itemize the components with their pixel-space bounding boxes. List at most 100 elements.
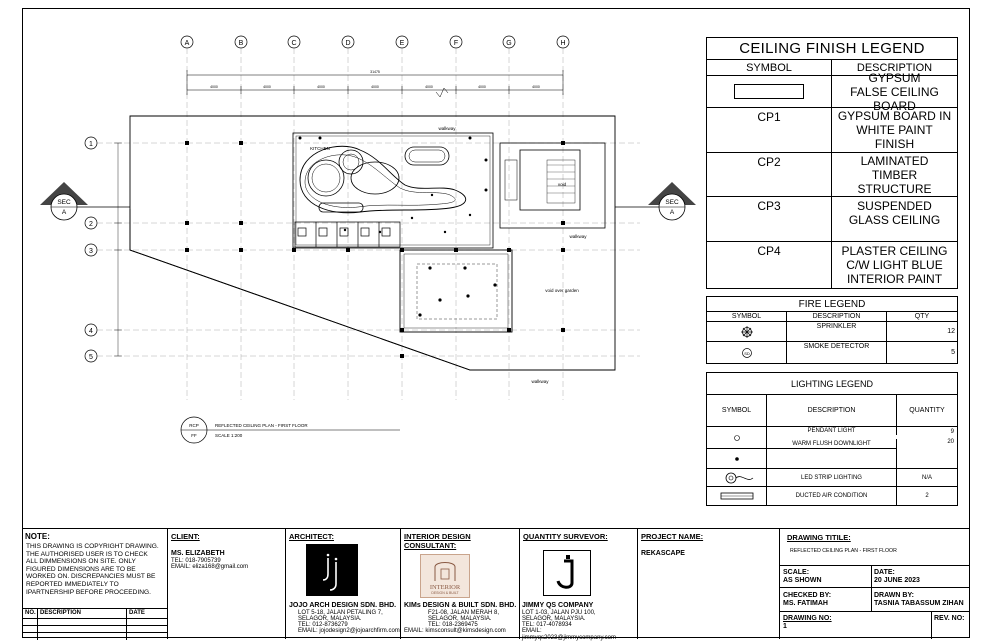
lighting-legend-qty-2: N/A: [897, 469, 957, 487]
svg-text:4000: 4000: [425, 85, 433, 89]
toilet-rooms: [294, 221, 401, 248]
lighting-legend-desc-spacer: [767, 449, 897, 469]
drawing-title-heading: DRAWING TITILE:: [787, 533, 851, 542]
ceiling-legend-col-symbol: SYMBOL: [707, 60, 832, 76]
note-col-no: NO.: [25, 610, 36, 616]
svg-text:A: A: [185, 40, 190, 47]
scale-value: AS SHOWN: [783, 577, 822, 584]
ceiling-legend-desc-4: PLASTER CEILING C/W LIGHT BLUE INTERIOR …: [841, 244, 948, 286]
label-walkway-right: walkway: [569, 234, 587, 239]
architect-company: JOJO ARCH DESIGN SDN. BHD.: [289, 602, 397, 609]
interior-company: KIMs DESIGN & BUILT SDN. BHD.: [404, 602, 517, 609]
ceiling-legend-desc-2: LAMINATED TIMBER STRUCTURE: [832, 153, 957, 197]
title-block-project: PROJECT NAME: REKASCAPE: [638, 529, 780, 639]
title-block-qs: QUANTITY SURVEVOR: JIMMY QS COMPANY LOT …: [520, 529, 638, 641]
svg-text:5: 5: [89, 354, 93, 361]
fire-legend-desc-0: SPRINKLER: [787, 322, 887, 342]
ceiling-legend-desc-3: SUSPENDED GLASS CEILING: [832, 197, 957, 242]
drawn-label: DRAWN BY:: [874, 592, 914, 599]
lighting-legend-qty-1: 20: [947, 439, 954, 445]
svg-text:SEC: SEC: [57, 199, 71, 206]
label-walkway-top: walkway: [438, 126, 456, 131]
grid-bubble-f: F: [449, 35, 463, 49]
interior-heading: INTERIOR DESIGN CONSULTANT:: [404, 532, 471, 550]
client-tel: TEL: 018-7905739: [171, 558, 221, 564]
ceiling-legend-col-description: DESCRIPTION: [832, 60, 957, 76]
grid-bubble-h: H: [556, 35, 570, 49]
label-walkway-bottom: walkway: [531, 379, 549, 384]
fire-legend: FIRE LEGEND SYMBOL DESCRIPTION QTY SPRIN…: [706, 296, 958, 364]
ceiling-legend-symbol-2: CP2: [707, 153, 832, 197]
architect-email: EMAIL: jojodesign2@jojoarchfirm.com: [298, 628, 400, 634]
svg-text:4000: 4000: [478, 85, 486, 89]
qs-heading: QUANTITY SURVEVOR:: [523, 532, 608, 541]
lighting-legend-title: LIGHTING LEGEND: [707, 373, 957, 395]
interior-tel: TEL: 018-2369475: [428, 622, 478, 628]
lighting-legend-desc-2: LED STRIP LIGHTING: [767, 469, 897, 487]
architect-logo: [306, 544, 358, 596]
fire-legend-qty-1: 5: [951, 349, 955, 356]
led-strip-icon: [707, 469, 767, 487]
interior-address2: SELAGOR, MALAYSIA.: [428, 616, 492, 622]
scale-label: SCALE:: [783, 569, 810, 576]
grid-bubble-2: 2: [84, 216, 98, 230]
ceiling-legend-symbol-3: CP3: [707, 197, 832, 242]
svg-text:4000: 4000: [210, 85, 218, 89]
architect-address2: SELAGOR, MALAYSIA.: [298, 616, 362, 622]
sheet-border: [22, 8, 970, 638]
svg-text:E: E: [400, 40, 405, 47]
ceiling-legend-symbol-1: CP1: [707, 108, 832, 153]
svg-text:A: A: [670, 209, 675, 216]
section-marker-right: SEC A: [615, 182, 696, 221]
architect-address1: LOT 5-18, JALAN PETALING 7,: [298, 610, 383, 616]
svg-text:B: B: [239, 40, 244, 47]
ceiling-finish-legend: CEILING FINISH LEGEND SYMBOL DESCRIPTION…: [706, 37, 958, 289]
svg-text:SCALE 1:200: SCALE 1:200: [215, 433, 243, 438]
title-block-drawing: DRAWING TITILE: REFLECTED CEILING PLAN -…: [780, 529, 970, 639]
label-void: void: [558, 182, 567, 187]
svg-text:D: D: [345, 40, 350, 47]
title-block-architect: ARCHITECT: JOJO ARCH DESIGN SDN. BHD. LO…: [286, 529, 401, 639]
date-label: DATE:: [874, 569, 895, 576]
downlight-icon: [707, 449, 767, 469]
interior-logo: INTERIOR DESIGN & BUILT: [420, 554, 470, 598]
svg-text:1: 1: [89, 141, 93, 148]
sprinkler-icon: [707, 322, 787, 342]
fire-legend-desc-1: SMOKE DETECTOR: [787, 342, 887, 363]
ceiling-legend-symbol-4: CP4: [707, 242, 832, 288]
checked-value: MS. FATIMAH: [783, 600, 828, 607]
label-void-over-garden: void over garden: [545, 288, 579, 293]
grid-bubble-5: 5: [84, 349, 98, 363]
fire-legend-col-description: DESCRIPTION: [787, 312, 887, 322]
project-heading: PROJECT NAME:: [641, 532, 704, 541]
note-heading: NOTE:: [25, 532, 50, 541]
ceiling-legend-desc-1: GYPSUM BOARD IN WHITE PAINT FINISH: [832, 108, 957, 153]
building-outline: [129, 115, 616, 371]
ceiling-legend-title: CEILING FINISH LEGEND: [707, 38, 957, 60]
gypsum-board-swatch-icon: [734, 84, 804, 99]
svg-text:4000: 4000: [532, 85, 540, 89]
lighting-legend-qty-3: 2: [925, 493, 929, 499]
client-email: EMAIL: eliza168@gmail.com: [171, 564, 249, 570]
fire-legend-col-qty: QTY: [887, 312, 957, 322]
project-name: REKASCAPE: [641, 550, 685, 557]
svg-text:F: F: [454, 40, 458, 47]
svg-text:4000: 4000: [263, 85, 271, 89]
fire-legend-col-symbol: SYMBOL: [707, 312, 787, 322]
floor-plan: A B C D E F G H 31: [40, 35, 696, 444]
note-col-description: DESCRIPTION: [40, 610, 82, 616]
client-heading: CLIENT:: [171, 532, 200, 541]
qs-tel: TEL: 017-4078934: [522, 622, 572, 628]
lighting-legend-desc-1: WARM FLUSH DOWNLIGHT: [767, 439, 897, 449]
section-marker-left: SEC A: [40, 182, 130, 221]
title-block-note: NOTE: THIS DRAWING IS COPYRIGHT DRAWING.…: [22, 529, 168, 640]
svg-text:SD: SD: [744, 350, 750, 355]
date-value: 20 JUNE 2023: [874, 577, 920, 584]
grid-bubble-c: C: [287, 35, 301, 49]
checked-label: CHECKED BY:: [783, 592, 832, 599]
svg-text:4000: 4000: [317, 85, 325, 89]
grid-bubble-b: B: [234, 35, 248, 49]
architect-heading: ARCHITECT:: [289, 532, 334, 541]
lighting-legend-col-symbol: SYMBOL: [707, 395, 767, 427]
ducted-ac-icon: [707, 487, 767, 505]
